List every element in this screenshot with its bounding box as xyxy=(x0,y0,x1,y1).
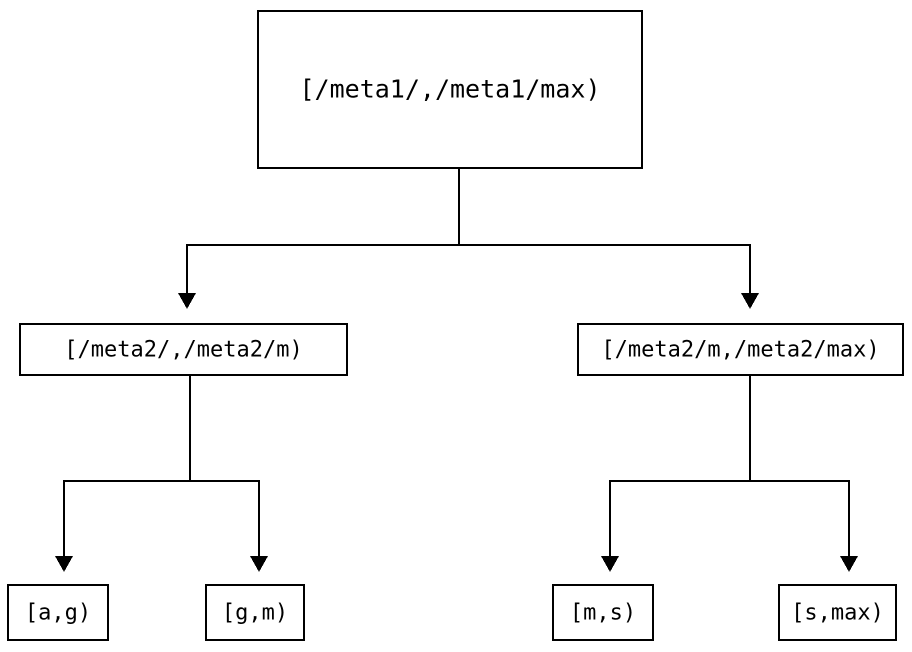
edge-arrowhead xyxy=(741,293,759,309)
node-box xyxy=(18,322,349,377)
node-box xyxy=(576,322,905,377)
node-leaf-2[interactable]: [g,m) xyxy=(204,583,306,642)
edge-mid_right-to-leaf_3 xyxy=(601,375,752,572)
node-box xyxy=(204,583,306,642)
node-mid-left[interactable]: [/meta2/,/meta2/m) xyxy=(18,322,349,377)
node-leaf-1[interactable]: [a,g) xyxy=(6,583,110,642)
node-leaf-4[interactable]: [s,max) xyxy=(777,583,898,642)
edge-root-to-mid_left xyxy=(178,168,461,309)
edge-layer xyxy=(55,168,858,572)
edge-mid_right-to-leaf_4 xyxy=(748,375,858,572)
node-root[interactable]: [/meta1/,/meta1/max) xyxy=(256,9,644,170)
edge-mid_left-to-leaf_1 xyxy=(55,375,192,572)
edge-root-to-mid_right xyxy=(457,168,759,309)
edge-path xyxy=(188,375,261,556)
edge-path xyxy=(748,375,851,556)
node-label: [/meta2/m,/meta2/max) xyxy=(601,338,879,363)
node-label: [m,s) xyxy=(570,601,636,626)
edge-mid_left-to-leaf_2 xyxy=(188,375,268,572)
node-box xyxy=(777,583,898,642)
node-box xyxy=(6,583,110,642)
edge-path xyxy=(185,168,461,293)
node-layer: [/meta1/,/meta1/max) [/meta2/,/meta2/m) [/… xyxy=(6,9,905,642)
edge-arrowhead xyxy=(55,556,73,572)
edge-arrowhead xyxy=(840,556,858,572)
edge-path xyxy=(62,375,192,556)
edge-arrowhead xyxy=(601,556,619,572)
node-mid-right[interactable]: [/meta2/m,/meta2/max) xyxy=(576,322,905,377)
node-label: [/meta1/,/meta1/max) xyxy=(299,75,600,104)
edge-arrowhead xyxy=(250,556,268,572)
node-label: [/meta2/,/meta2/m) xyxy=(64,338,302,363)
node-box xyxy=(256,9,644,170)
node-label: [g,m) xyxy=(222,601,288,626)
edge-path xyxy=(608,375,752,556)
node-box xyxy=(551,583,655,642)
node-label: [a,g) xyxy=(25,601,91,626)
node-leaf-3[interactable]: [m,s) xyxy=(551,583,655,642)
edge-path xyxy=(457,168,752,293)
node-label: [s,max) xyxy=(791,601,884,626)
edge-arrowhead xyxy=(178,293,196,309)
